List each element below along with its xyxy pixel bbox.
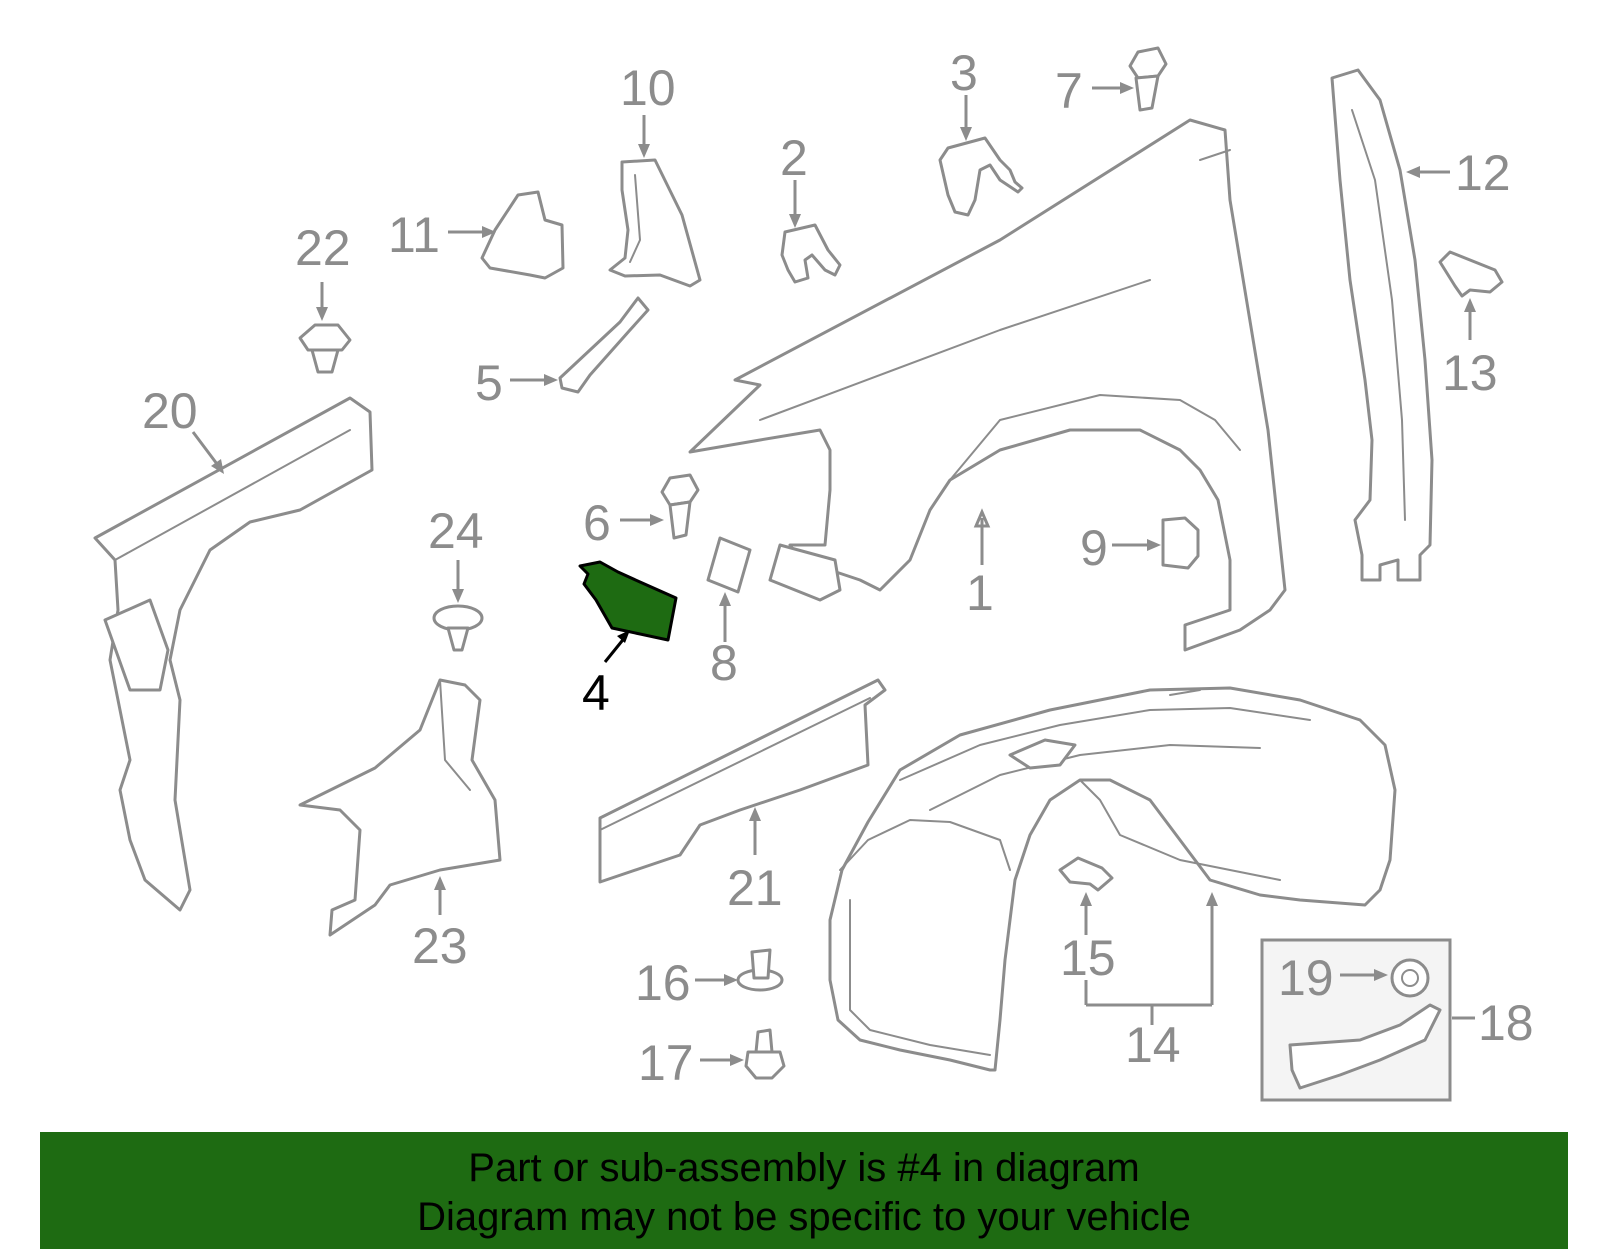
part-8-pad[interactable]	[706, 536, 752, 642]
callout-16[interactable]: 16	[635, 955, 691, 1011]
callout-15[interactable]: 15	[1060, 930, 1116, 986]
part-10-bracket[interactable]	[608, 115, 702, 288]
callout-11[interactable]: 11	[388, 207, 440, 263]
part-12-strip[interactable]	[1330, 68, 1450, 582]
callout-24[interactable]: 24	[428, 503, 484, 559]
callout-5[interactable]: 5	[475, 355, 503, 411]
callout-1[interactable]: 1	[966, 565, 994, 621]
callout-7[interactable]: 7	[1055, 63, 1083, 119]
callout-20[interactable]: 20	[142, 383, 198, 439]
part-7-bolt[interactable]	[1092, 46, 1168, 112]
part-6-bolt[interactable]	[620, 473, 700, 540]
callout-13[interactable]: 13	[1442, 345, 1498, 401]
part-23-shield[interactable]	[298, 678, 502, 937]
banner-line-disclaimer: Diagram may not be specific to your vehi…	[417, 1195, 1191, 1239]
callout-12[interactable]: 12	[1455, 145, 1511, 201]
part-13-clip[interactable]	[1438, 250, 1504, 340]
callout-17[interactable]: 17	[638, 1035, 694, 1091]
banner-line-part: Part or sub-assembly is #4 in diagram	[468, 1146, 1140, 1190]
callout-19[interactable]: 19	[1278, 950, 1334, 1006]
part-11-block[interactable]	[448, 190, 565, 280]
callout-22[interactable]: 22	[295, 220, 351, 276]
info-banner: Part or sub-assembly is #4 in diagram Di…	[40, 1132, 1568, 1249]
part-19-nut[interactable]	[1340, 958, 1430, 998]
callout-10[interactable]: 10	[620, 60, 676, 116]
part-3-bracket[interactable]	[938, 95, 1024, 217]
part-20-apron[interactable]	[93, 396, 374, 912]
callout-18[interactable]: 18	[1478, 995, 1534, 1051]
part-14-liner[interactable]	[828, 686, 1397, 1072]
callout-3[interactable]: 3	[950, 45, 978, 101]
part-5-strip[interactable]	[510, 296, 650, 394]
callout-23[interactable]: 23	[412, 918, 468, 974]
callout-9[interactable]: 9	[1080, 520, 1108, 576]
callout-14[interactable]: 14	[1125, 1017, 1181, 1073]
callout-8[interactable]: 8	[710, 635, 738, 691]
callout-6[interactable]: 6	[583, 495, 611, 551]
part-4-highlighted[interactable]	[578, 560, 678, 663]
part-9-plug[interactable]	[1112, 516, 1200, 570]
callout-2[interactable]: 2	[780, 130, 808, 186]
callout-21[interactable]: 21	[727, 860, 783, 916]
part-16-pushpin[interactable]	[695, 948, 784, 992]
part-2-clip[interactable]	[780, 180, 842, 284]
part-21-rail[interactable]	[598, 678, 887, 884]
part-22-pushpin[interactable]	[298, 282, 352, 374]
part-1-fender[interactable]	[688, 118, 1287, 652]
part-24-pushpin[interactable]	[432, 560, 484, 652]
part-15-clip[interactable]	[1058, 856, 1114, 935]
part-17-bolt[interactable]	[700, 1028, 786, 1080]
callout-4[interactable]: 4	[582, 665, 610, 721]
